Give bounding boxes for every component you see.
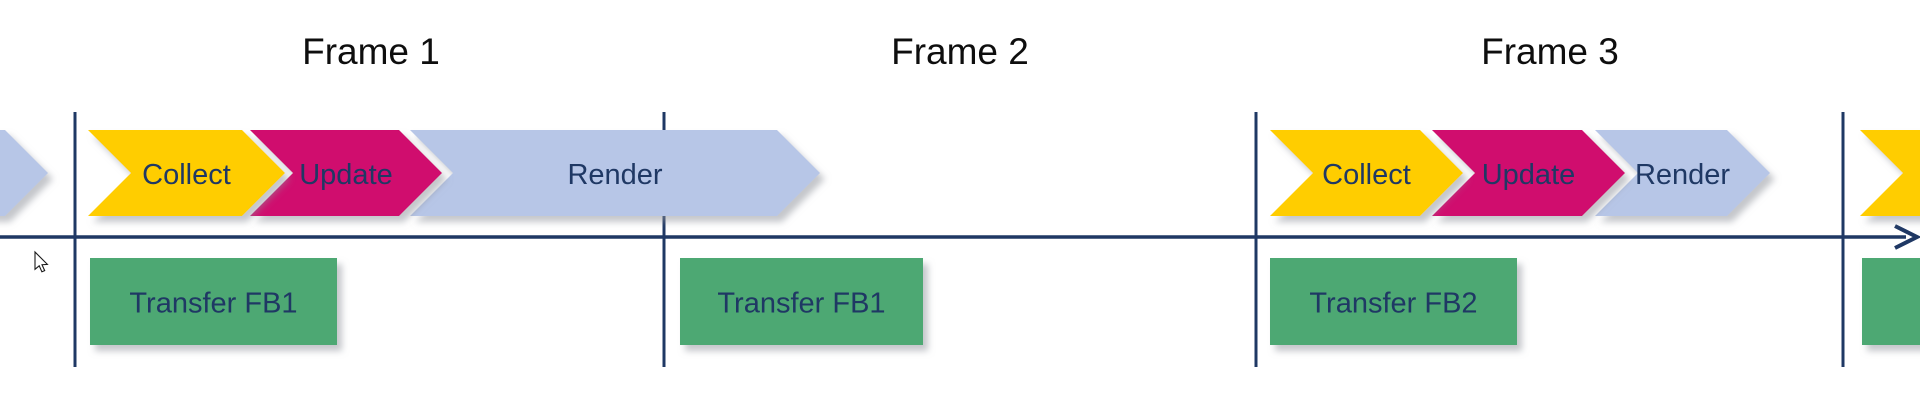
frame2-transfer-fb1-label: Transfer FB1 — [717, 288, 885, 320]
frame4-transfer-partial-block — [1862, 258, 1920, 345]
frame1-collect-chevron — [88, 130, 285, 216]
frame2-transfer-fb1-block — [680, 258, 923, 345]
frame-1-label: Frame 1 — [302, 31, 440, 72]
frame3-collect-chevron — [1270, 130, 1463, 216]
frame3-transfer-fb2-block — [1270, 258, 1517, 345]
frame1-update-label: Update — [299, 159, 393, 191]
mouse-cursor-icon — [34, 250, 49, 273]
frame1-update-chevron — [250, 130, 442, 216]
frame3-collect-label: Collect — [1322, 159, 1411, 191]
frame1-collect-label: Collect — [142, 159, 231, 191]
frame1-transfer-fb1-block — [90, 258, 337, 345]
timeline-arrowhead-icon — [1894, 224, 1920, 250]
frame1-render-chevron — [410, 130, 820, 216]
frame3-transfer-fb2-label: Transfer FB2 — [1309, 288, 1477, 320]
frame1-transfer-fb1-label: Transfer FB1 — [129, 288, 297, 320]
frame4-collect-partial-chevron — [1860, 130, 1920, 216]
frame3-update-chevron — [1432, 130, 1625, 216]
prev-frame-render-tail-chevron — [0, 130, 48, 216]
frame1-render-label: Render — [567, 159, 662, 191]
frame3-render-chevron — [1595, 130, 1770, 216]
frame-3-label: Frame 3 — [1481, 31, 1619, 72]
frame-2-label: Frame 2 — [891, 31, 1029, 72]
frame3-update-label: Update — [1482, 159, 1576, 191]
frame3-render-label: Render — [1635, 159, 1730, 191]
